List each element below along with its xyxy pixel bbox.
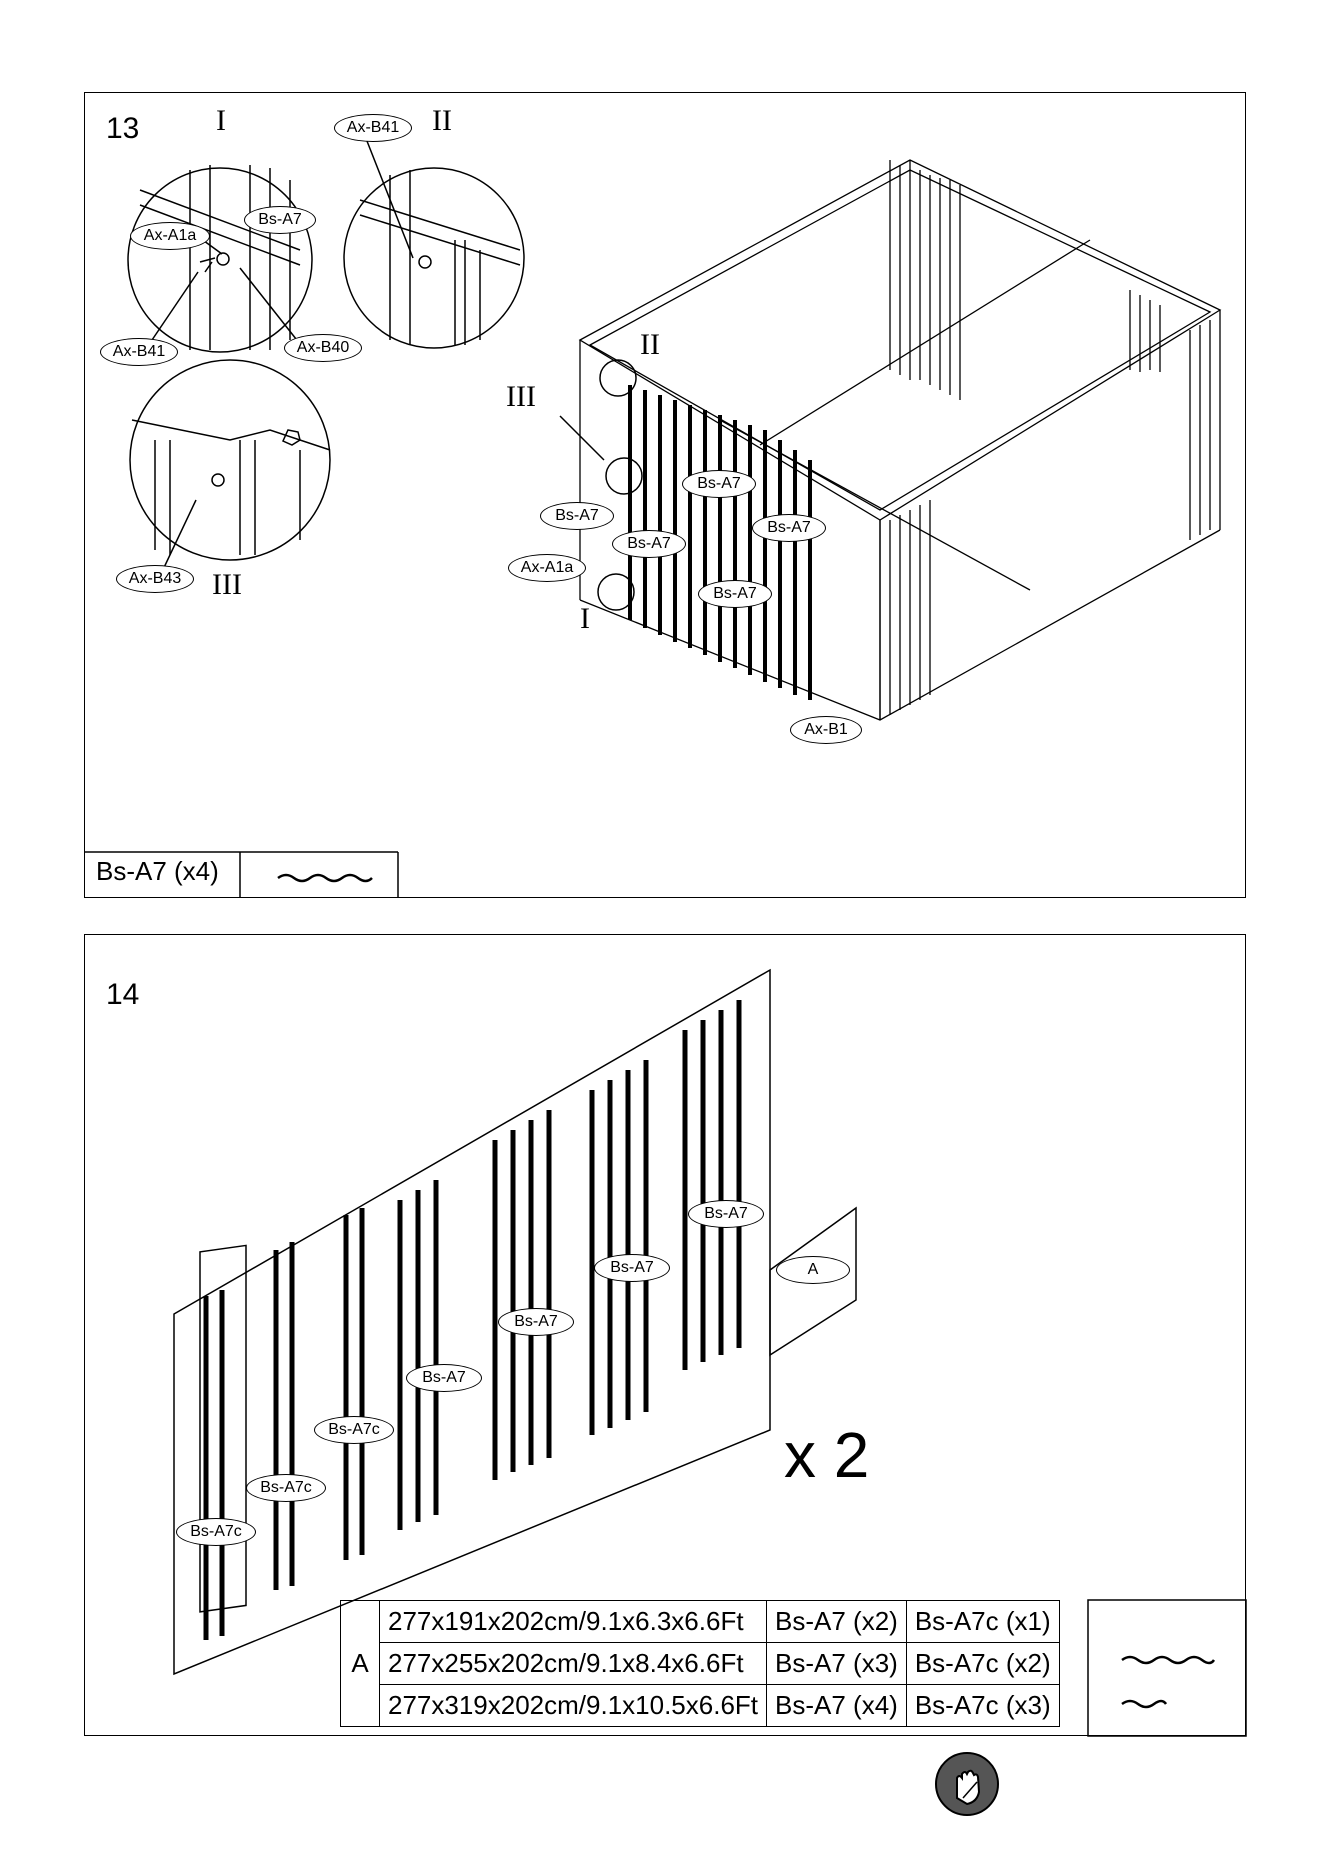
tag-ax-a1a-main: Ax-A1a — [508, 554, 586, 582]
tag-ax-b40: Ax-B40 — [284, 334, 362, 362]
tag-ax-b41-detail: Ax-B41 — [100, 338, 178, 366]
table-cell-bs-a7c: Bs-A7c (x1) — [905, 1600, 1060, 1643]
tag-bs-a7-main-3: Bs-A7 — [752, 514, 826, 542]
table-cell-bs-a7: Bs-A7 (x3) — [766, 1642, 907, 1685]
step-13-number: 13 — [106, 112, 140, 145]
table-cell-size: 277x255x202cm/9.1x8.4x6.6Ft — [378, 1642, 768, 1685]
step-14-tag-5: Bs-A7 — [498, 1308, 574, 1336]
main-label-ii: II — [640, 328, 660, 361]
multiplier-label: x 2 — [784, 1419, 870, 1491]
step-14-tag-7: Bs-A7 — [688, 1200, 764, 1228]
table-cell-bs-a7: Bs-A7 (x2) — [766, 1600, 907, 1643]
main-label-i: I — [580, 602, 590, 635]
tag-bs-a7-main-5: Bs-A7 — [698, 580, 772, 608]
detail-circle-i — [127, 165, 313, 353]
table-cell-bs-a7c: Bs-A7c (x2) — [905, 1642, 1060, 1685]
gloves-icon — [935, 1752, 999, 1816]
table-group-cell: A — [340, 1600, 380, 1727]
step-14-group-tag: A — [776, 1256, 850, 1284]
tag-ax-b43: Ax-B43 — [116, 565, 194, 593]
table-row: 277x255x202cm/9.1x8.4x6.6Ft Bs-A7 (x3) B… — [341, 1642, 1060, 1685]
tag-ax-b1: Ax-B1 — [790, 716, 862, 744]
step-14-tag-1: Bs-A7c — [176, 1518, 256, 1546]
detail-label-iii: III — [212, 568, 242, 601]
detail-label-i: I — [216, 104, 226, 137]
table-row: 277x319x202cm/9.1x10.5x6.6Ft Bs-A7 (x4) … — [341, 1684, 1060, 1727]
table-cell-size: 277x191x202cm/9.1x6.3x6.6Ft — [378, 1600, 768, 1643]
step-14-tag-3: Bs-A7c — [314, 1416, 394, 1444]
step-14-tag-2: Bs-A7c — [246, 1474, 326, 1502]
tag-bs-a7-main-1: Bs-A7 — [682, 470, 756, 498]
detail-circle-ii — [343, 167, 525, 349]
table-cell-bs-a7c: Bs-A7c (x3) — [905, 1684, 1060, 1727]
step-14-tag-6: Bs-A7 — [594, 1254, 670, 1282]
front-panels — [628, 385, 812, 700]
table-cell-bs-a7: Bs-A7 (x4) — [766, 1684, 907, 1727]
parts-size-table: A 277x191x202cm/9.1x6.3x6.6Ft Bs-A7 (x2)… — [340, 1600, 1060, 1727]
table-row: A 277x191x202cm/9.1x6.3x6.6Ft Bs-A7 (x2)… — [340, 1600, 1060, 1727]
detail-circle-iii — [129, 359, 331, 561]
step-14-tag-4: Bs-A7 — [406, 1364, 482, 1392]
shed-frame — [578, 159, 1222, 721]
table-cell-size: 277x319x202cm/9.1x10.5x6.6Ft — [378, 1684, 768, 1727]
tag-bs-a7-main-4: Bs-A7 — [612, 530, 686, 558]
tag-bs-a7-detail: Bs-A7 — [244, 206, 316, 234]
main-label-iii: III — [506, 380, 536, 413]
step-14-panels — [203, 1000, 742, 1640]
tag-ax-a1a-detail: Ax-A1a — [130, 222, 210, 250]
detail-label-ii: II — [432, 104, 452, 137]
step-14-number: 14 — [106, 978, 140, 1011]
step-13-parts-label: Bs-A7 (x4) — [96, 856, 219, 886]
tag-ax-b41-top: Ax-B41 — [334, 114, 412, 142]
tag-bs-a7-main-2: Bs-A7 — [540, 502, 614, 530]
